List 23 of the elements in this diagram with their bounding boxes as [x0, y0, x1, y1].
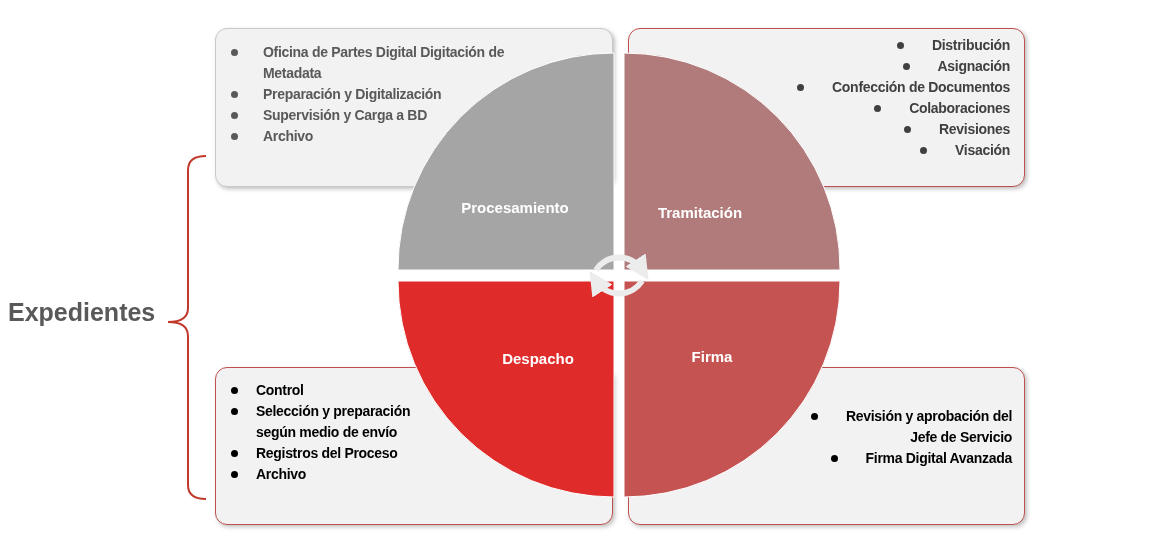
curved-arrow	[593, 253, 650, 280]
quadrant-label: Firma	[691, 347, 733, 365]
bullet-item: Supervisión y Carga a BD	[263, 107, 427, 123]
bullet-item: Visación	[955, 142, 1010, 158]
bullet-item: Control	[256, 382, 304, 398]
bullet-item: Selección y preparación según medio de envío	[256, 403, 411, 440]
bullet-item: Revisiones	[939, 121, 1010, 137]
bullet-item: Distribución	[931, 37, 1010, 53]
bullet-item: Confección de Documentos	[832, 79, 1010, 95]
quadrant-label: Procesamiento	[461, 198, 569, 216]
quadrant-label: Despacho	[502, 349, 574, 367]
bullet-item: Revisión y aprobación del Jefe de Servicio	[846, 408, 1012, 445]
quadrant-label: Tramitación	[657, 203, 743, 221]
bullet-item: Preparación y Digitalización	[263, 86, 442, 102]
bullet-item: Firma Digital Avanzada	[865, 450, 1012, 466]
bullet-item: Archivo	[256, 466, 307, 482]
side-label: Expedientes	[8, 298, 156, 327]
bullet-item: Archivo	[263, 128, 314, 144]
bullet-item: Asignación	[937, 58, 1010, 74]
bullet-item: Oficina de Partes Digital Digitación de Metadata	[263, 44, 505, 81]
bullet-item: Colaboraciones	[909, 100, 1010, 116]
bullet-item: Registros del Proceso	[256, 445, 398, 461]
curved-arrow	[588, 271, 645, 298]
